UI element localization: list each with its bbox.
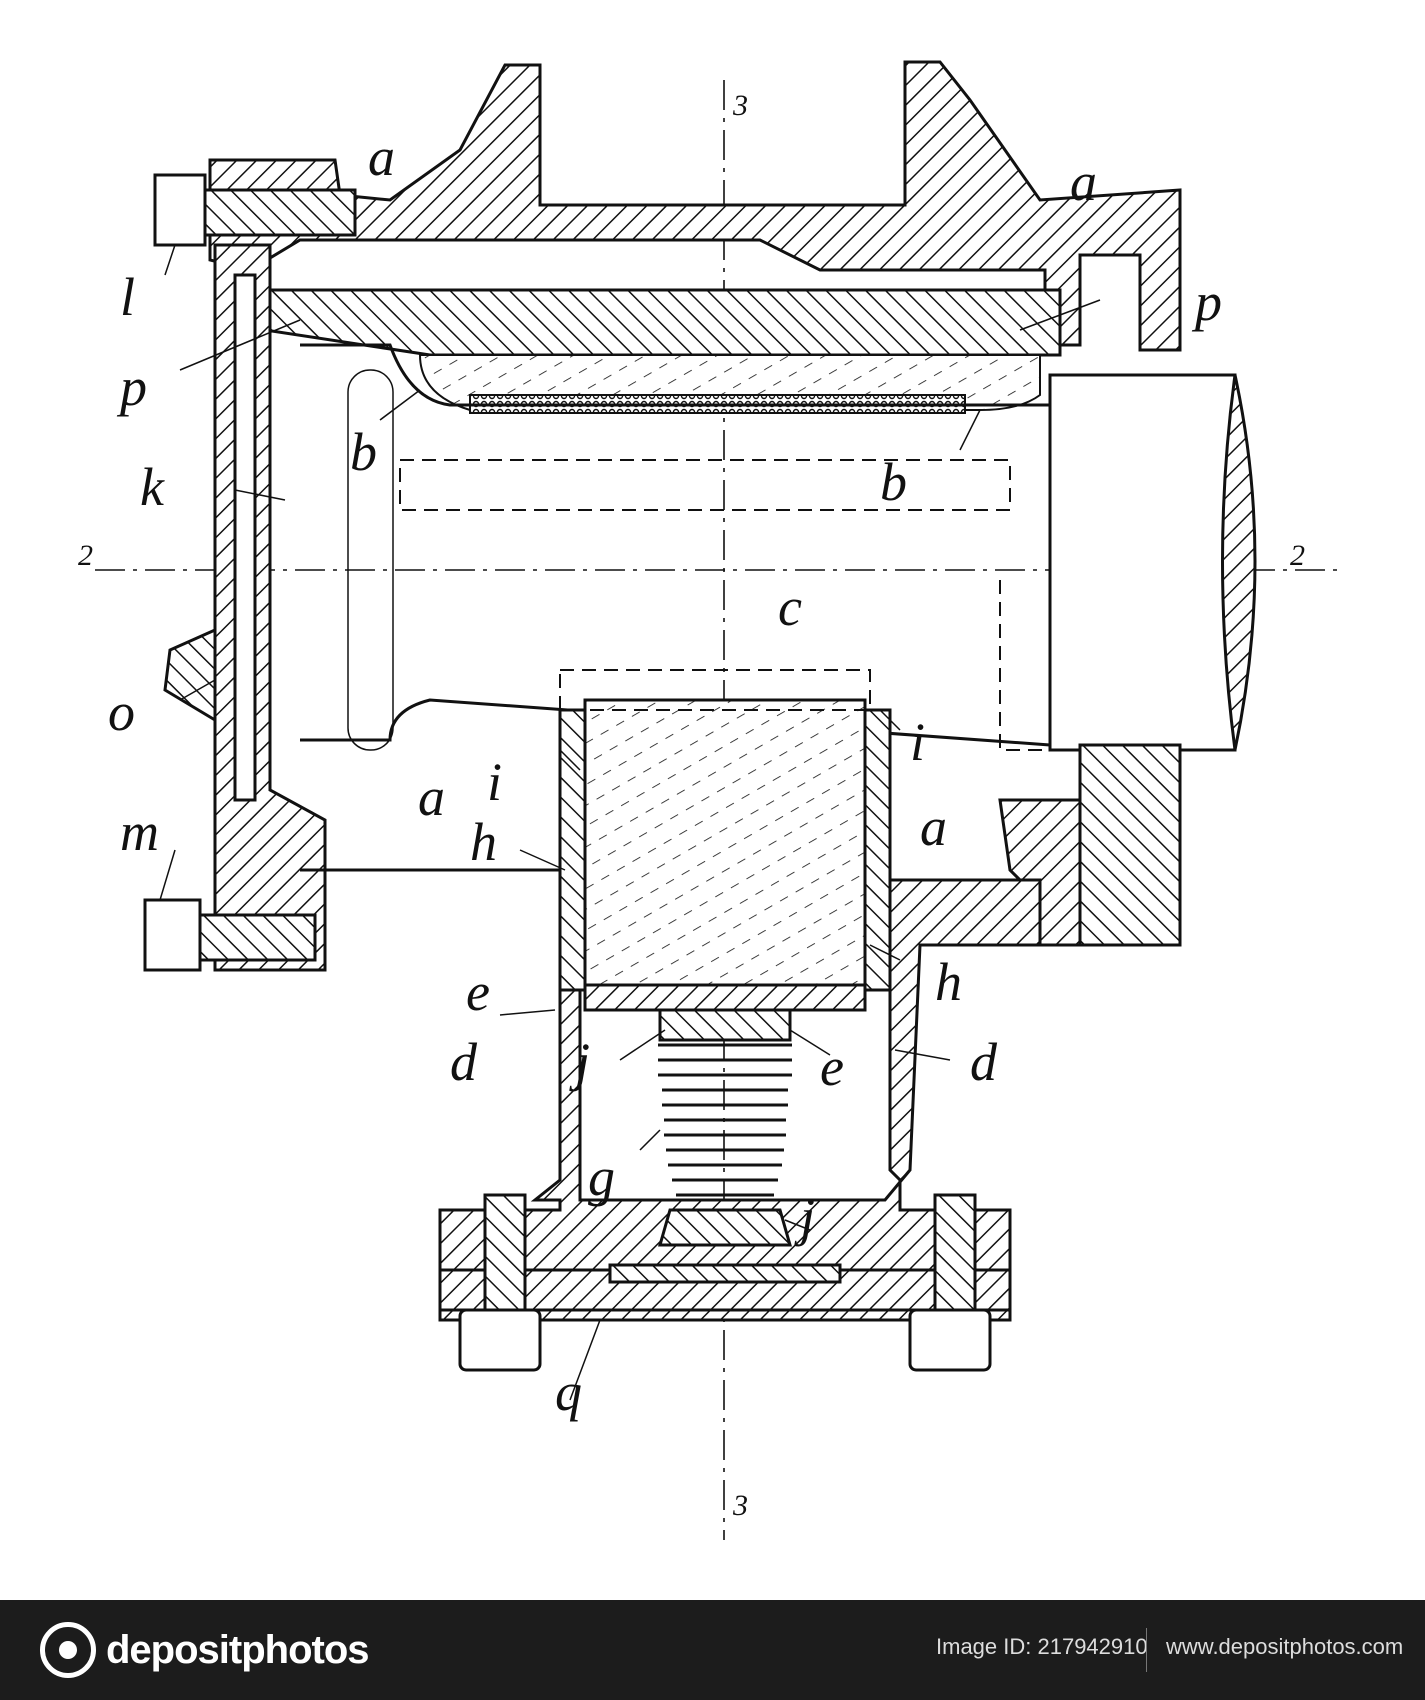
- label-j: j: [794, 1187, 815, 1247]
- plate-e: [583, 983, 867, 1012]
- brand-name: depositphotos: [106, 1627, 370, 1672]
- brand-logo[interactable]: depositphotos: [40, 1622, 370, 1678]
- upper-housing: [208, 60, 1182, 352]
- wheel-rim: [1221, 374, 1257, 751]
- nut-right: [908, 1308, 992, 1372]
- label-j: j: [569, 1032, 590, 1092]
- label-h: h: [935, 952, 962, 1012]
- cylinder-h: [583, 698, 867, 987]
- label-e: e: [820, 1037, 844, 1097]
- section-mark-2: 2: [1290, 539, 1305, 572]
- engraving-diagram: a a l p p b b k c o m a i i a h h e e d …: [78, 60, 1345, 1540]
- base-center: [608, 1263, 842, 1284]
- label-m: m: [120, 802, 159, 862]
- label-h: h: [470, 812, 497, 872]
- right-flange: [1078, 743, 1182, 947]
- cover-plate-k: [213, 243, 327, 972]
- label-p: p: [1191, 272, 1222, 332]
- bolt-shank-l: [203, 188, 357, 237]
- stud-left: [483, 1193, 527, 1312]
- slot: [347, 369, 394, 751]
- shaft-c: [300, 343, 1052, 747]
- label-a: a: [418, 767, 445, 827]
- bolt-shank-m: [198, 913, 317, 962]
- label-d: d: [450, 1032, 478, 1092]
- footer-bar: depositphotos Image ID: 217942910 www.de…: [0, 1600, 1425, 1700]
- label-g: g: [588, 1147, 615, 1207]
- logo-icon: [40, 1622, 96, 1678]
- cover-inner: [233, 273, 257, 802]
- bolt-head-l: [153, 173, 207, 247]
- label-b: b: [880, 452, 907, 512]
- label-i: i: [910, 712, 925, 772]
- divider: [1146, 1628, 1147, 1672]
- stud-right: [933, 1193, 977, 1312]
- label-p: p: [116, 357, 147, 417]
- label-b: b: [350, 422, 377, 482]
- label-d: d: [970, 1032, 998, 1092]
- label-c: c: [778, 577, 802, 637]
- cylinder-wall-left: [558, 708, 587, 992]
- label-a: a: [920, 797, 947, 857]
- label-a: a: [1070, 152, 1097, 212]
- bolt-head-m: [143, 898, 202, 972]
- lug-o: [163, 627, 217, 723]
- nut-left: [458, 1308, 542, 1372]
- label-k: k: [140, 457, 165, 517]
- cylinder-top: [559, 669, 871, 711]
- label-i: i: [487, 752, 502, 812]
- spring-g: [658, 1008, 792, 1247]
- leader-lines: [159, 244, 1101, 1401]
- section-mark-3: 3: [732, 89, 748, 122]
- site-url[interactable]: www.depositphotos.com: [1166, 1634, 1404, 1659]
- label-l: l: [120, 267, 135, 327]
- shaft-hidden-2: [999, 580, 1230, 751]
- wheel: [1048, 373, 1237, 752]
- image-id: Image ID: 217942910: [936, 1634, 1148, 1659]
- label-q: q: [555, 1362, 582, 1422]
- shaft-hidden: [399, 459, 1011, 511]
- label-e: e: [466, 962, 490, 1022]
- lower-housing: [300, 868, 1042, 1322]
- label-o: o: [108, 682, 135, 742]
- section-mark-3: 3: [732, 1489, 748, 1522]
- section-mark-2: 2: [78, 539, 93, 572]
- label-a: a: [368, 127, 395, 187]
